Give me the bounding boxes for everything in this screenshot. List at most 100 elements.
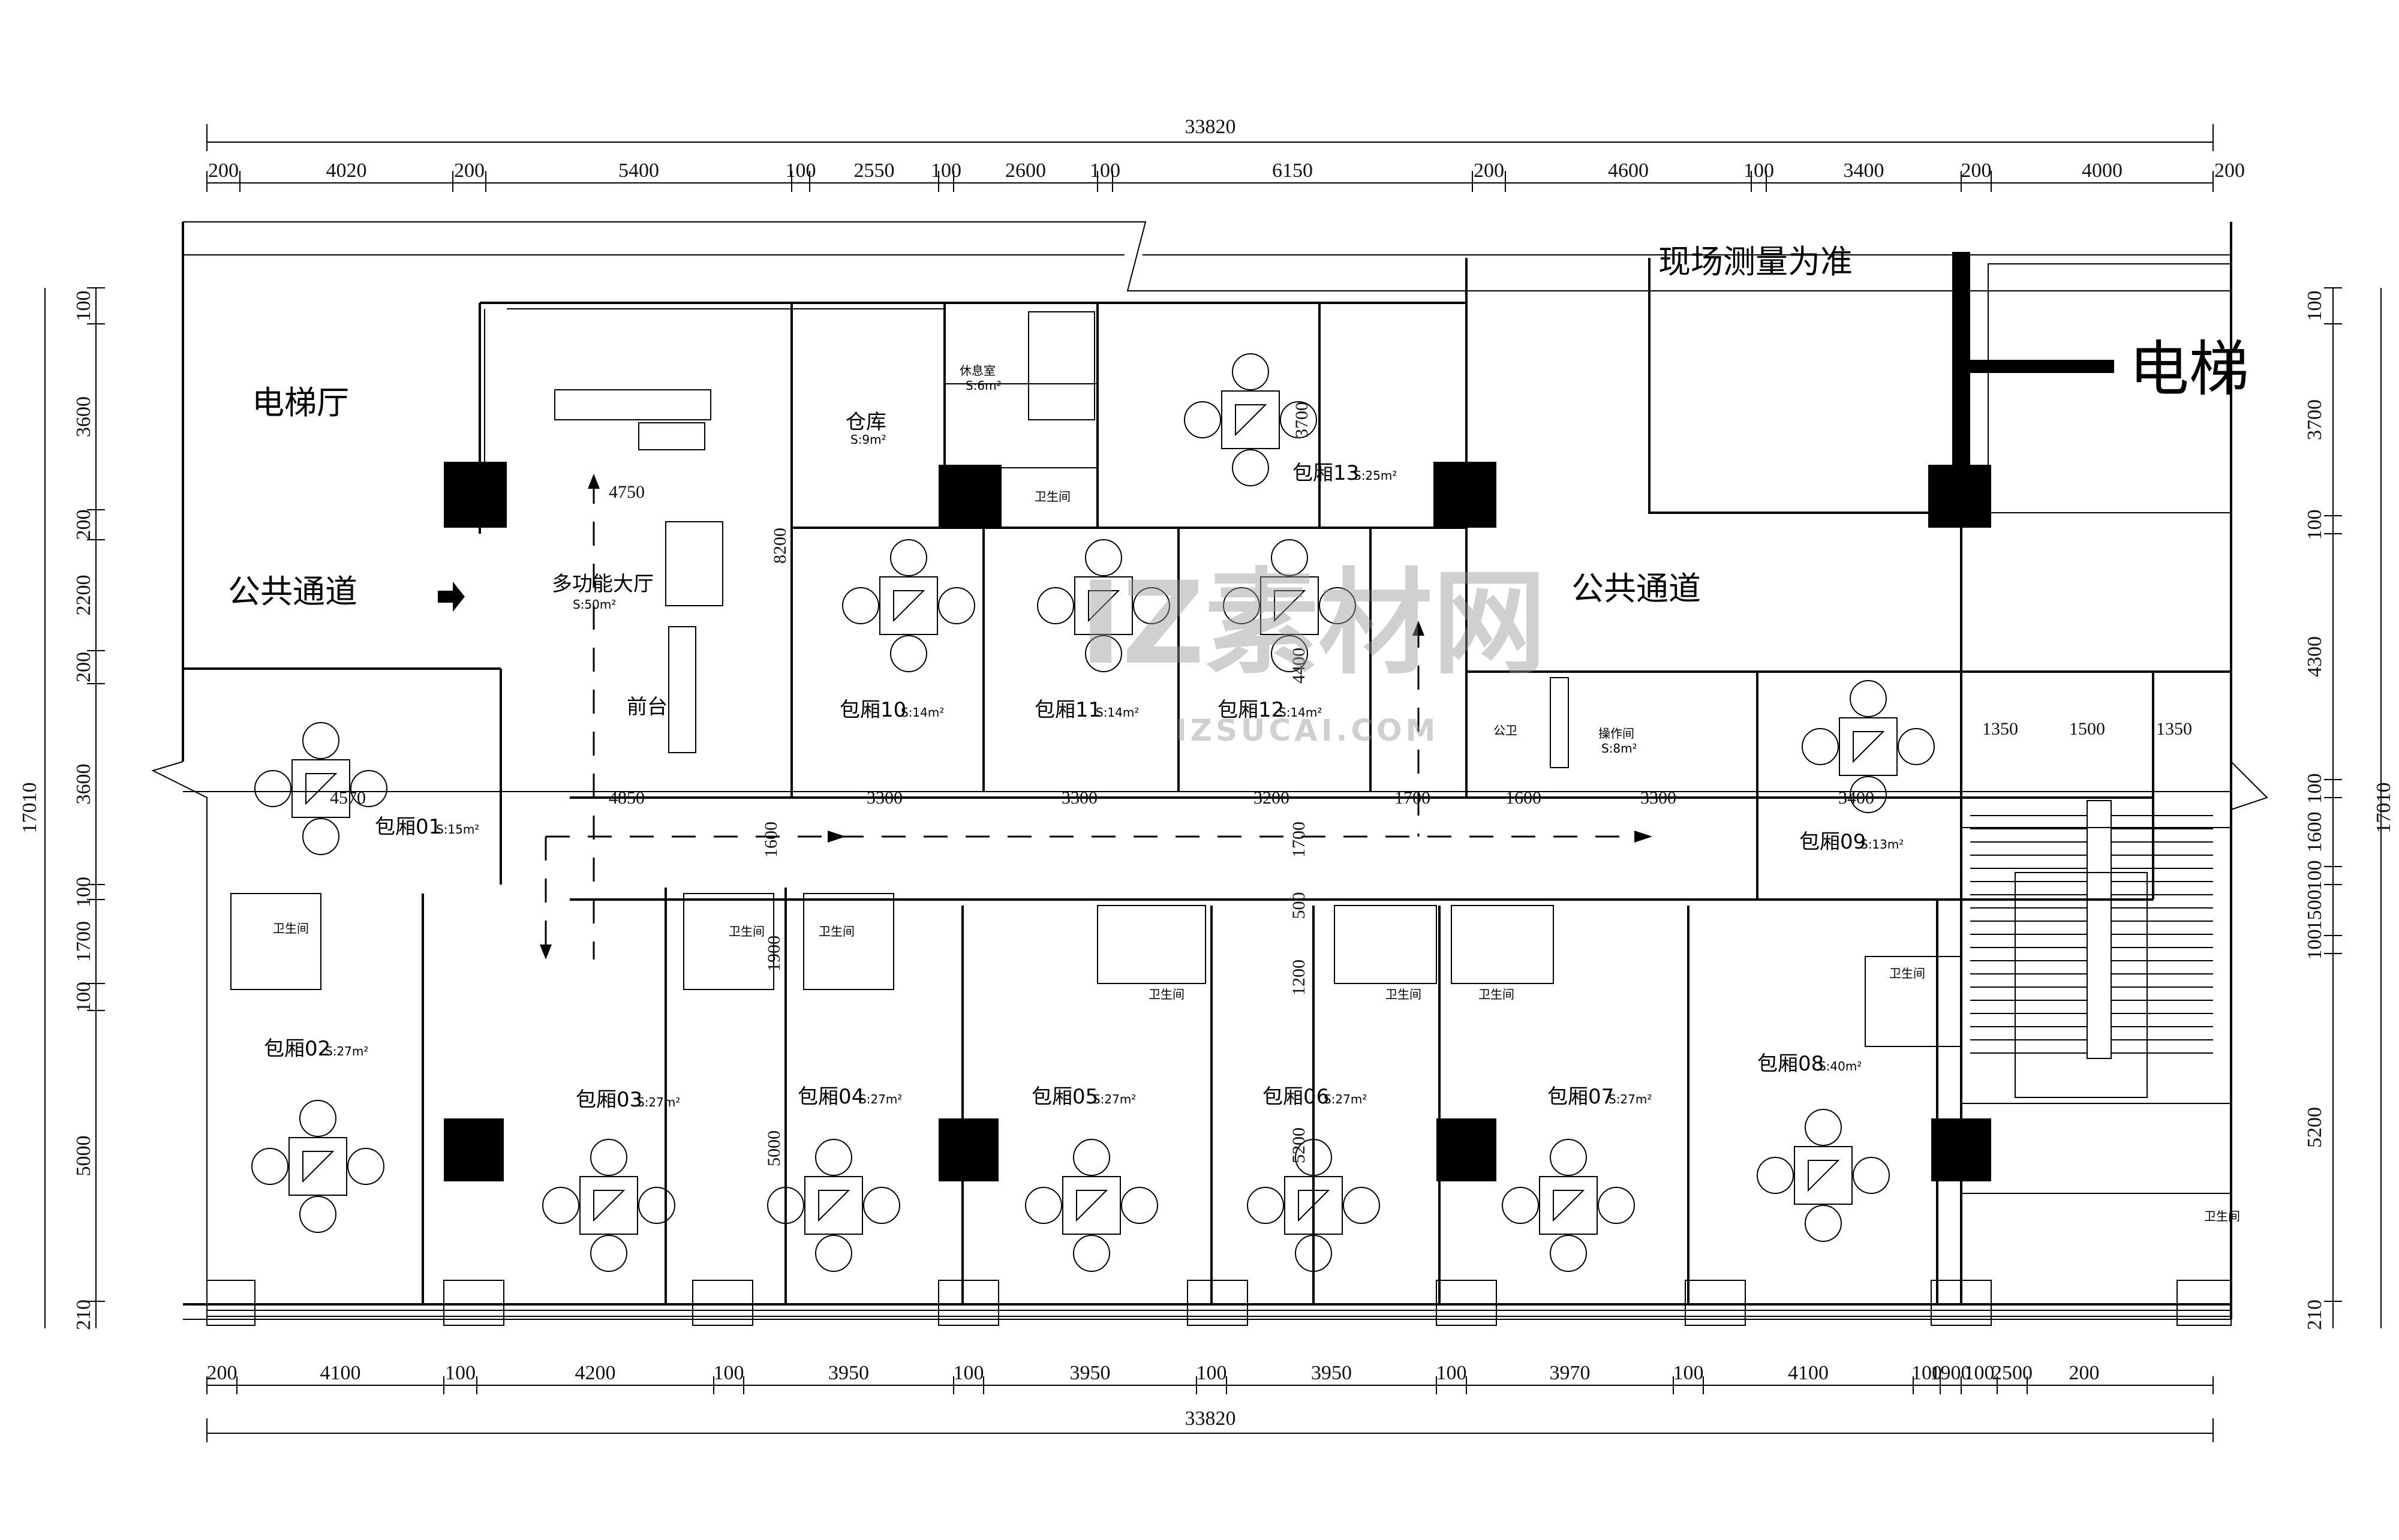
table-set-4 [254,722,387,855]
table-set-8 [1025,1139,1158,1272]
left-dimension-7: 1700 [73,921,95,962]
reception-label: 前台 [627,695,668,719]
left-dimension-8: 100 [73,982,95,1012]
lounge-label: 休息室 [960,363,996,378]
bottom-dimension-11: 3970 [1550,1362,1591,1384]
right-dimension-1: 3700 [2304,399,2326,440]
stair-treads [1970,815,2213,1054]
bottom-dimension-7: 3950 [1070,1362,1111,1384]
room-name-2: 包厢02 [264,1037,330,1061]
top-dimension-13: 3400 [1844,160,1884,182]
bottom-dimension-10: 100 [1436,1362,1467,1384]
bottom-dimension-3: 4200 [575,1362,616,1384]
room-name-13: 包厢13 [1292,461,1359,485]
bottom-dimension-14: 100 [1911,1362,1942,1384]
left-dimension-4: 200 [73,652,95,682]
wc-label-05: 卫生间 [1149,987,1185,1001]
room-labels: 电梯厅 公共通道 公共通道 现场测量为准 电梯 多功能大厅 S:50m² 前台 … [228,243,2249,1223]
bottom-dimension-4: 100 [714,1362,744,1384]
warehouse-area: S:9m² [850,432,886,447]
room-name-5: 包厢05 [1032,1085,1098,1109]
room-name-3: 包厢03 [576,1088,642,1112]
public-corridor-right-label: 公共通道 [1571,570,1701,607]
total-top-dimension: 33820 [1185,116,1236,138]
bottom-dimension-6: 100 [954,1362,984,1384]
left-dimension-6: 100 [73,877,95,907]
right-dimension-8: 100 [2304,930,2326,960]
wc-label-04: 卫生间 [819,924,855,939]
room-area-13: S:25m² [1354,468,1397,483]
interior-walls [183,258,2232,1304]
ops-room-area: S:8m² [1601,741,1637,756]
room-area-11: S:14m² [1096,705,1139,720]
table-set-3 [1223,539,1356,672]
top-dimension-10: 200 [1474,160,1504,182]
watermark: IZ素材网 IZSUCAI.COM [1080,557,1546,748]
left-total-dimension: 17010 [19,783,41,834]
outer-walls [151,221,2268,1320]
room-area-3: S:27m² [637,1095,680,1109]
top-dimension-14: 200 [1961,160,1992,182]
internal-dimension-1: 8200 [770,528,790,564]
table-set-0 [1184,353,1317,486]
watermark-sub: IZSUCAI.COM [1176,713,1439,748]
public-wc-label: 公卫 [1493,723,1517,738]
internal-dimension-11: 1350 [1982,719,2018,739]
internal-dimension-0: 4750 [609,482,645,502]
top-dimension-0: 200 [208,160,239,182]
top-dimension-6: 100 [931,160,961,182]
right-dimension-10: 210 [2304,1300,2326,1330]
internal-dimension-22: 5200 [1289,1127,1309,1163]
table-set-9 [1247,1139,1380,1272]
room-name-8: 包厢08 [1757,1052,1824,1076]
right-dimension-9: 5200 [2304,1107,2326,1148]
room-area-10: S:14m² [901,705,944,720]
top-dimension-12: 100 [1743,160,1774,182]
top-dimension-7: 2600 [1005,160,1046,182]
left-dimension-0: 100 [73,291,95,321]
internal-dimension-17: 3700 [1292,402,1312,438]
elevator-hall-label: 电梯厅 [252,384,349,422]
top-dimension-8: 100 [1090,160,1120,182]
hall-label: 多功能大厅 [552,572,654,596]
internal-dimension-4: 3300 [867,788,903,808]
top-dimension-9: 6150 [1272,160,1313,182]
top-dimension-2: 200 [454,160,485,182]
bottom-dimension-1: 4100 [320,1362,361,1384]
bathrooms [230,311,1962,1047]
room-name-12: 包厢12 [1217,698,1284,722]
window-strip [207,1310,2231,1317]
hall-area: S:50m² [573,597,616,612]
internal-dimension-9: 3300 [1640,788,1676,808]
bottom-dimension-2: 100 [445,1362,476,1384]
wc-label-07: 卫生间 [1478,987,1514,1001]
internal-dimension-21: 5000 [764,1130,784,1166]
wc-label-03: 卫生间 [729,924,765,939]
right-dimension-5: 1600 [2304,812,2326,853]
internal-dimension-7: 1700 [1394,788,1430,808]
structural-columns [206,252,2232,1326]
top-dimension-1: 4020 [326,160,367,182]
table-set-6 [542,1139,675,1272]
left-dimension-5: 3600 [73,764,95,805]
room-area-9: S:13m² [1860,837,1904,852]
bottom-dimension-18: 200 [2069,1362,2100,1384]
table-set-2 [1037,539,1170,672]
reception-desk [554,389,723,753]
bottom-dimension-16: 100 [1964,1362,1995,1384]
internal-dimension-6: 3200 [1253,788,1289,808]
room-area-2: S:27m² [325,1044,368,1058]
right-dimension-3: 4300 [2304,636,2326,677]
internal-dimension-15: 1700 [1289,822,1309,858]
room-name-10: 包厢10 [840,698,906,722]
internal-dimension-20: 500 [1289,892,1309,919]
internal-dimension-3: 4850 [609,788,645,808]
bottom-dimension-0: 200 [207,1362,238,1384]
right-dimension-chain: 17010 1003700100430010016001001500100520… [2304,287,2395,1330]
internal-dimension-8: 1600 [1505,788,1541,808]
left-dimension-1: 3600 [73,396,95,437]
wc-label-right: 卫生间 [2204,1209,2240,1223]
